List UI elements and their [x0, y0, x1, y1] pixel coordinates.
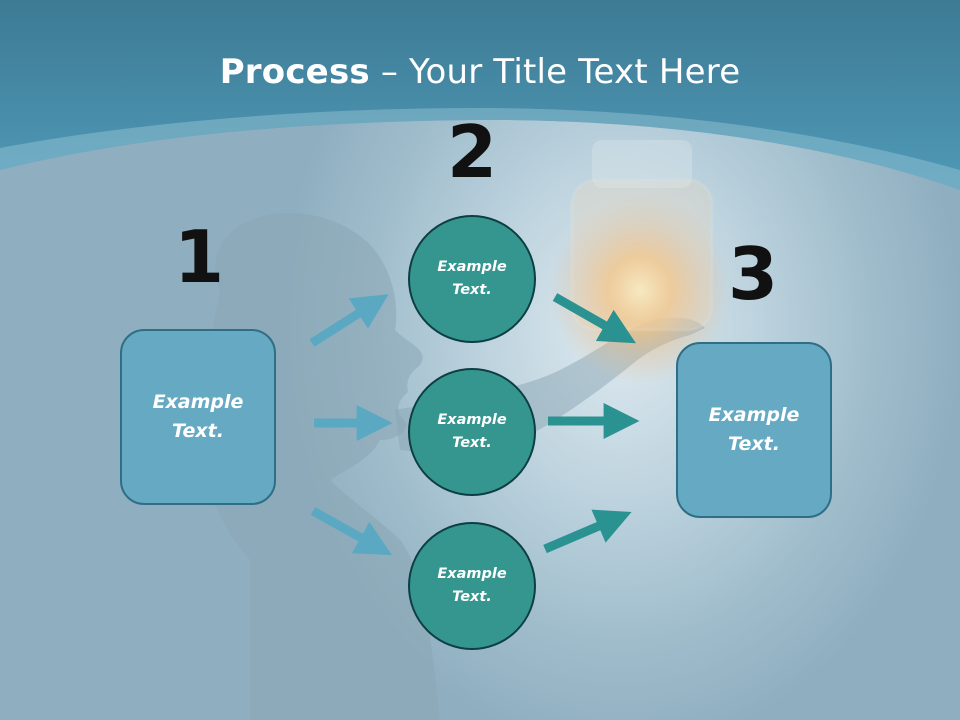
circle-top: Example Text. — [408, 215, 536, 343]
jar — [570, 178, 714, 332]
left-box: Example Text. — [120, 329, 276, 505]
arrow-left-up — [309, 294, 389, 347]
step-number-1: 1 — [173, 215, 225, 299]
right-box-line2: Text. — [728, 433, 780, 455]
circle-bottom-line1: Example — [437, 566, 507, 582]
circle-middle-line1: Example — [437, 412, 507, 428]
slide-title: Process – Your Title Text Here — [0, 52, 960, 92]
circle-top-line1: Example — [437, 259, 507, 275]
arrow-right-down — [552, 293, 636, 344]
left-box-line2: Text. — [172, 420, 224, 442]
circle-bottom-line2: Text. — [452, 589, 492, 605]
circle-bottom: Example Text. — [408, 522, 536, 650]
title-bold: Process — [219, 52, 370, 92]
right-box-line1: Example — [708, 404, 800, 426]
step-number-2: 2 — [446, 110, 498, 194]
arrow-right-up — [543, 509, 632, 554]
circle-top-line2: Text. — [452, 282, 492, 298]
left-box-line1: Example — [152, 391, 244, 413]
step-number-3: 3 — [727, 232, 779, 316]
header-band — [0, 0, 960, 190]
circle-middle-line2: Text. — [452, 435, 492, 451]
circle-middle: Example Text. — [408, 368, 536, 496]
right-box: Example Text. — [676, 342, 832, 518]
title-rest: – Your Title Text Here — [369, 52, 741, 92]
arrow-left-down — [310, 507, 392, 556]
